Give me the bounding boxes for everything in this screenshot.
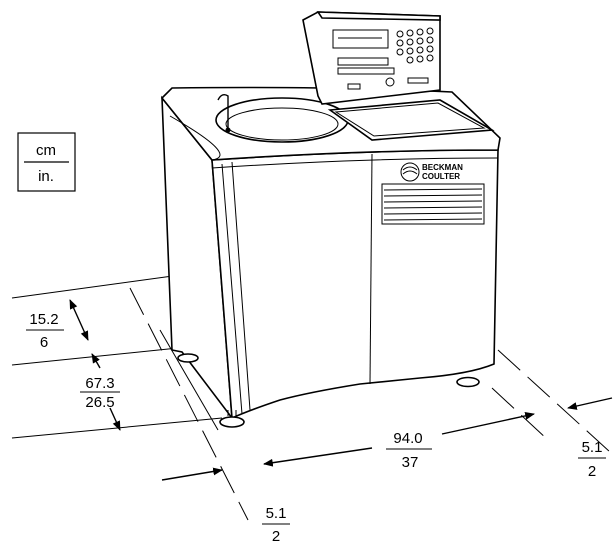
brand-line1: BECKMAN: [422, 163, 463, 172]
right-clearance-dimension: 5.1 2: [567, 397, 613, 480]
width-dimension: 94.0 37: [263, 412, 535, 471]
front-clearance-in: 6: [40, 334, 48, 351]
width-in: 37: [402, 454, 419, 471]
legend-cm-label: cm: [36, 142, 56, 159]
floor-reference-lines: [11, 274, 611, 521]
left-clearance-in: 2: [272, 528, 280, 545]
depth-in: 26.5: [85, 394, 114, 411]
front-clearance-dimension: 15.2 6: [26, 299, 89, 351]
centrifuge-unit: BECKMAN COULTER: [160, 11, 501, 428]
leveling-feet: [177, 353, 480, 428]
legend-in-label: in.: [38, 168, 54, 185]
brand-line2: COULTER: [422, 172, 460, 181]
keypad: [337, 27, 434, 75]
unit-legend: cm in.: [17, 132, 76, 192]
front-clearance-cm: 15.2: [29, 311, 58, 328]
left-clearance-dimension: 5.1 2: [161, 467, 290, 545]
left-clearance-cm: 5.1: [266, 505, 287, 522]
depth-dimension: 67.3 26.5: [80, 353, 121, 431]
depth-cm: 67.3: [85, 375, 114, 392]
right-clearance-in: 2: [588, 463, 596, 480]
right-clearance-cm: 5.1: [582, 439, 603, 456]
beckman-coulter-logo: BECKMAN COULTER: [400, 162, 463, 182]
vent-grille: [381, 183, 485, 225]
width-cm: 94.0: [393, 430, 422, 447]
